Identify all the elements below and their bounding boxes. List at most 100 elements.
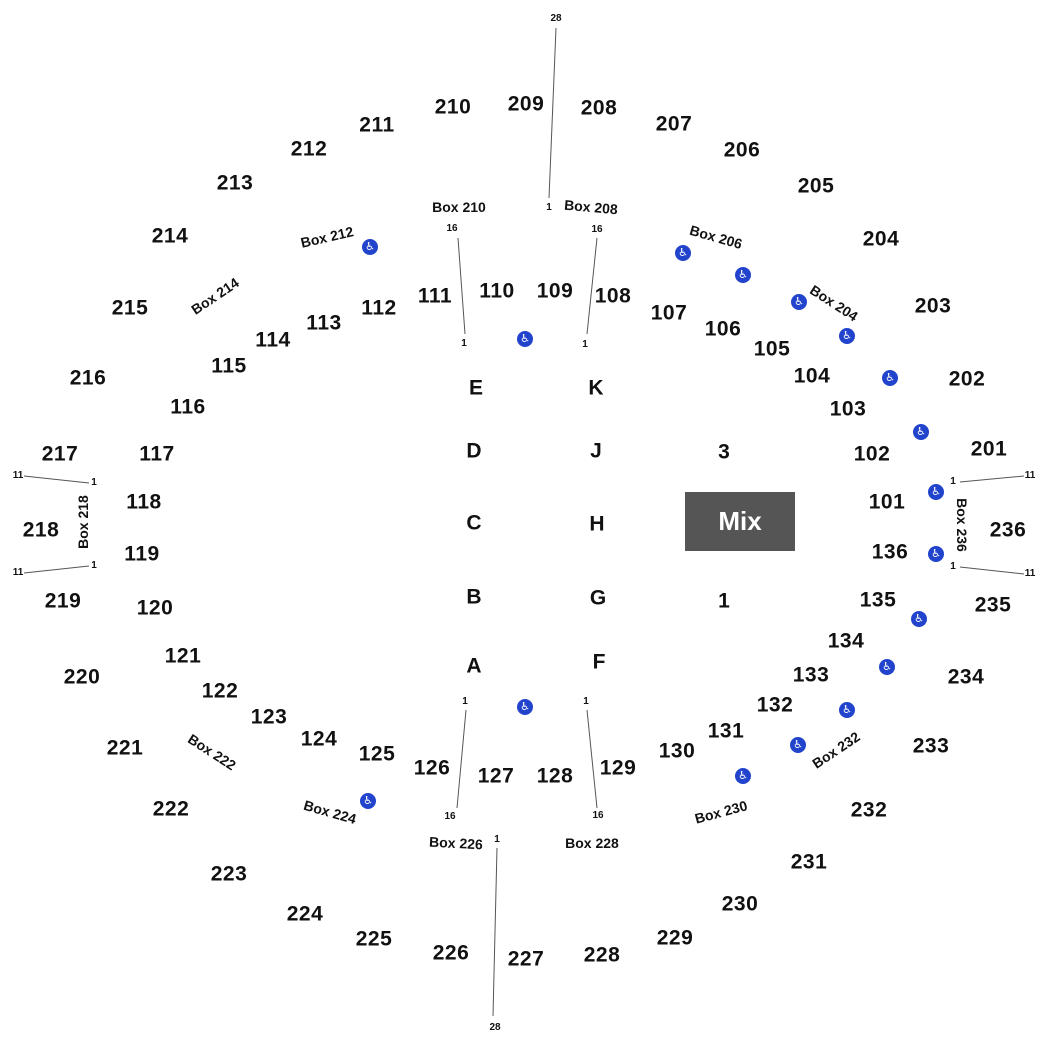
floor-row-j: J bbox=[590, 439, 602, 463]
box-226[interactable]: Box 226 bbox=[428, 833, 484, 853]
seat-number: 28 bbox=[489, 1022, 501, 1033]
section-210[interactable]: 210 bbox=[434, 95, 472, 119]
section-212[interactable]: 212 bbox=[290, 137, 328, 161]
section-215[interactable]: 215 bbox=[111, 296, 149, 320]
section-107[interactable]: 107 bbox=[650, 301, 688, 325]
wheelchair-icon: ♿ bbox=[735, 267, 751, 283]
section-224[interactable]: 224 bbox=[286, 902, 324, 926]
section-104[interactable]: 104 bbox=[793, 364, 831, 388]
section-102[interactable]: 102 bbox=[853, 442, 891, 466]
seat-number: 1 bbox=[91, 560, 97, 571]
section-221[interactable]: 221 bbox=[106, 736, 144, 760]
section-131[interactable]: 131 bbox=[707, 719, 745, 743]
section-211[interactable]: 211 bbox=[359, 113, 395, 137]
section-232[interactable]: 232 bbox=[850, 798, 888, 822]
wheelchair-icon: ♿ bbox=[839, 702, 855, 718]
seat-number: 1 bbox=[950, 561, 956, 572]
section-122[interactable]: 122 bbox=[201, 679, 239, 703]
seat-number: 11 bbox=[1024, 568, 1036, 579]
box-210[interactable]: Box 210 bbox=[432, 199, 486, 215]
section-228[interactable]: 228 bbox=[583, 943, 621, 967]
section-201[interactable]: 201 bbox=[970, 437, 1008, 461]
wheelchair-icon: ♿ bbox=[675, 245, 691, 261]
section-207[interactable]: 207 bbox=[655, 112, 693, 136]
box-236[interactable]: Box 236 bbox=[954, 498, 970, 552]
section-220[interactable]: 220 bbox=[63, 665, 101, 689]
section-234[interactable]: 234 bbox=[947, 665, 985, 689]
section-108[interactable]: 108 bbox=[594, 284, 632, 308]
section-129[interactable]: 129 bbox=[599, 756, 637, 780]
section-134[interactable]: 134 bbox=[827, 629, 865, 653]
section-130[interactable]: 130 bbox=[658, 739, 696, 763]
section-225[interactable]: 225 bbox=[355, 927, 393, 951]
section-136[interactable]: 136 bbox=[871, 540, 909, 564]
section-112[interactable]: 112 bbox=[361, 296, 397, 320]
section-124[interactable]: 124 bbox=[300, 727, 338, 751]
section-116[interactable]: 116 bbox=[170, 395, 206, 419]
section-204[interactable]: 204 bbox=[862, 227, 900, 251]
wheelchair-icon: ♿ bbox=[517, 331, 533, 347]
section-230[interactable]: 230 bbox=[721, 892, 759, 916]
floor-row-3: 3 bbox=[718, 440, 730, 464]
section-125[interactable]: 125 bbox=[358, 742, 396, 766]
section-109[interactable]: 109 bbox=[536, 279, 574, 303]
section-205[interactable]: 205 bbox=[797, 174, 835, 198]
section-101[interactable]: 101 bbox=[868, 490, 906, 514]
section-236[interactable]: 236 bbox=[989, 518, 1027, 542]
section-105[interactable]: 105 bbox=[753, 337, 791, 361]
box-228[interactable]: Box 228 bbox=[565, 835, 619, 851]
section-128[interactable]: 128 bbox=[536, 764, 574, 788]
wheelchair-icon: ♿ bbox=[911, 611, 927, 627]
section-117[interactable]: 117 bbox=[139, 442, 175, 466]
section-126[interactable]: 126 bbox=[413, 756, 451, 780]
section-208[interactable]: 208 bbox=[580, 96, 618, 120]
section-217[interactable]: 217 bbox=[41, 442, 79, 466]
seat-number: 1 bbox=[494, 834, 500, 845]
section-202[interactable]: 202 bbox=[948, 367, 986, 391]
wheelchair-icon: ♿ bbox=[913, 424, 929, 440]
section-218[interactable]: 218 bbox=[22, 518, 60, 542]
mix-booth: Mix bbox=[685, 492, 795, 551]
floor-row-e: E bbox=[468, 376, 484, 400]
section-222[interactable]: 222 bbox=[152, 797, 190, 821]
section-214[interactable]: 214 bbox=[151, 224, 189, 248]
section-113[interactable]: 113 bbox=[306, 311, 342, 335]
seat-number: 16 bbox=[592, 810, 604, 821]
section-111[interactable]: 111 bbox=[417, 284, 453, 308]
section-121[interactable]: 121 bbox=[164, 644, 202, 668]
section-115[interactable]: 115 bbox=[211, 354, 247, 378]
wheelchair-icon: ♿ bbox=[735, 768, 751, 784]
section-233[interactable]: 233 bbox=[912, 734, 950, 758]
section-203[interactable]: 203 bbox=[914, 294, 952, 318]
wheelchair-icon: ♿ bbox=[928, 546, 944, 562]
section-223[interactable]: 223 bbox=[210, 862, 248, 886]
section-213[interactable]: 213 bbox=[216, 171, 254, 195]
section-133[interactable]: 133 bbox=[792, 663, 830, 687]
seat-number: 16 bbox=[446, 223, 458, 234]
section-227[interactable]: 227 bbox=[507, 947, 545, 971]
section-103[interactable]: 103 bbox=[829, 397, 867, 421]
section-135[interactable]: 135 bbox=[859, 588, 897, 612]
section-229[interactable]: 229 bbox=[656, 926, 694, 950]
section-235[interactable]: 235 bbox=[974, 593, 1012, 617]
section-114[interactable]: 114 bbox=[255, 328, 291, 352]
box-218[interactable]: Box 218 bbox=[75, 495, 91, 549]
section-226[interactable]: 226 bbox=[432, 941, 470, 965]
section-209[interactable]: 209 bbox=[507, 92, 545, 116]
section-219[interactable]: 219 bbox=[44, 589, 82, 613]
section-123[interactable]: 123 bbox=[250, 705, 288, 729]
seat-number: 16 bbox=[444, 811, 456, 822]
section-106[interactable]: 106 bbox=[704, 317, 742, 341]
section-120[interactable]: 120 bbox=[136, 596, 174, 620]
section-118[interactable]: 118 bbox=[126, 490, 162, 514]
seat-number: 1 bbox=[91, 477, 97, 488]
section-110[interactable]: 110 bbox=[479, 279, 515, 303]
section-231[interactable]: 231 bbox=[790, 850, 828, 874]
section-206[interactable]: 206 bbox=[723, 138, 761, 162]
wheelchair-icon: ♿ bbox=[791, 294, 807, 310]
section-216[interactable]: 216 bbox=[69, 366, 107, 390]
section-132[interactable]: 132 bbox=[756, 693, 794, 717]
section-127[interactable]: 127 bbox=[477, 764, 515, 788]
section-119[interactable]: 119 bbox=[124, 542, 160, 566]
